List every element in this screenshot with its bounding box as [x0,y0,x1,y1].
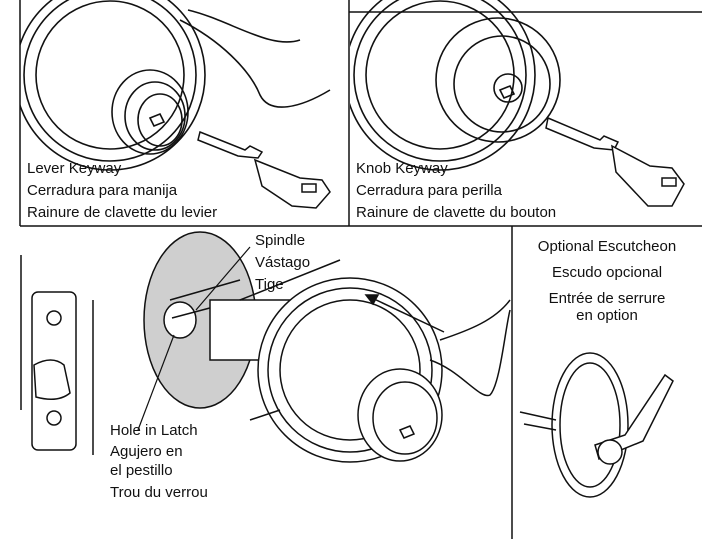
spindle-label-fr: Tige [255,276,284,293]
insert-direction-arrow [364,294,445,333]
knob-keyway-label-es: Cerradura para perilla [356,182,502,199]
hole-in-latch-label-es-1: Agujero en [110,443,183,460]
hole-in-latch-label: Hole in Latch [110,422,198,439]
lever-assembly-drawing [143,231,511,463]
knob-keyway-label: Knob Keyway [356,160,448,177]
knob-keyway-label-fr: Rainure de clavette du bouton [356,204,557,221]
knob-keyway-drawing [350,0,561,171]
lever-keyway-label: Lever Keyway [27,160,122,177]
escutcheon-drawing [519,352,674,498]
lever-keyway-drawing [20,0,331,171]
escutcheon-label-fr-2: en option [576,307,638,324]
knob-key-icon [545,116,685,207]
leader-lines [137,246,251,431]
lever-keyway-label-es: Cerradura para manija [27,182,178,199]
lever-keyway-label-fr: Rainure de clavette du levier [27,204,218,221]
escutcheon-label-es: Escudo opcional [551,264,663,281]
hole-in-latch-label-fr: Trou du verrou [110,484,208,501]
spindle-label-es: Vástago [255,254,311,271]
escutcheon-label: Optional Escutcheon [537,238,677,255]
strike-plate-drawing [20,255,94,455]
hole-in-latch-label-es-2: el pestillo [110,462,173,479]
lever-key-icon [197,130,331,209]
spindle-label: Spindle [255,232,306,249]
escutcheon-label-fr-1: Entrée de serrure [548,290,666,307]
panel-frames [19,0,702,539]
